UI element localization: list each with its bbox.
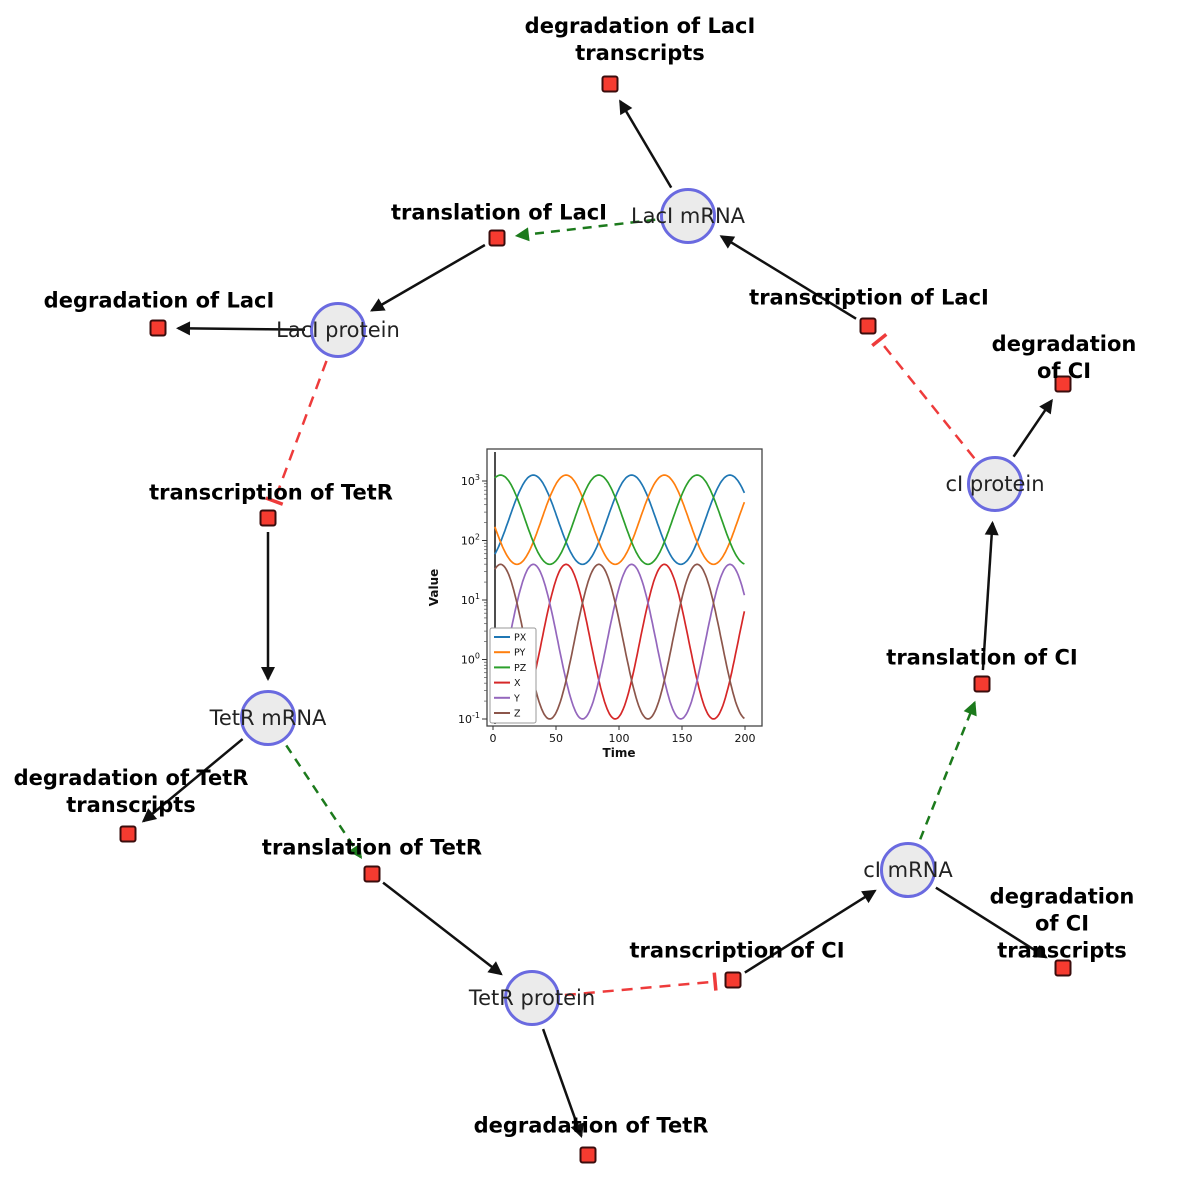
edge-transl-ci-to-ci-protein-production [981, 520, 999, 671]
plot-series-PZ [494, 474, 745, 566]
reaction-node-transl-ci [973, 675, 991, 693]
edge-ci-protein-to-deg-ci-consumption [1012, 398, 1053, 458]
plot-legend-label-Z: Z [514, 709, 521, 720]
edge-laci-protein-to-deg-laci-consumption [175, 321, 306, 336]
reaction-label-transcr-tetr: transcription of TetR [149, 480, 393, 505]
reaction-node-transcr-laci [859, 317, 877, 335]
plot-y-tick-10e3: 103 [461, 473, 480, 488]
species-label-tetr-protein: TetR protein [468, 986, 596, 1010]
reaction-label-transcr-laci: transcription of LacI [749, 285, 989, 310]
species-label-ci-mrna: cI mRNA [863, 858, 953, 882]
edge-tetr-mrna-to-transl-tetr-modifier [285, 744, 363, 860]
edge-ci-mrna-to-transl-ci-modifier [919, 700, 977, 840]
reaction-label-transl-laci: translation of LacI [391, 200, 607, 225]
plot-y-tick-10e-1: 10-1 [458, 711, 480, 726]
plot-x-tick-150: 150 [672, 732, 693, 745]
edge-transl-tetr-to-tetr-protein-production [382, 881, 503, 976]
reaction-label-transl-tetr: translation of TetR [261, 835, 483, 860]
reaction-node-deg-tetr-tx [119, 825, 137, 843]
edge-tetr-mrna-to-deg-tetr-tx-consumption [141, 738, 244, 823]
reaction-node-transcr-ci [724, 971, 742, 989]
reaction-label-deg-tetr-tx: degradation of TetR transcripts [13, 766, 249, 817]
reaction-label-transcr-ci: transcription of CI [629, 938, 845, 963]
edge-tetr-protein-to-transcr-ci-inhibition [564, 972, 718, 997]
edge-laci-mrna-to-deg-laci-tx-consumption [619, 99, 673, 189]
reaction-label-deg-tetr: degradation of TetR [473, 1113, 709, 1138]
reaction-node-deg-laci-tx [601, 75, 619, 93]
edge-transcr-laci-to-laci-mrna-production [719, 235, 857, 320]
edge-transl-laci-to-laci-protein-production [370, 243, 486, 312]
reaction-node-transl-laci [488, 229, 506, 247]
reaction-node-deg-ci-tx [1054, 959, 1072, 977]
plot-legend-label-PY: PY [514, 648, 526, 659]
edge-ci-mrna-to-deg-ci-tx-consumption [935, 886, 1048, 959]
plot-x-tick-50: 50 [549, 732, 563, 745]
plot-y-tick-10e0: 100 [461, 652, 480, 667]
plot-legend-label-X: X [514, 678, 521, 689]
edge-laci-protein-to-transcr-tetr-inhibition [265, 360, 328, 506]
reaction-node-transcr-tetr [259, 509, 277, 527]
plot-y-tick-10e1: 101 [461, 592, 480, 607]
species-label-laci-mrna: LacI mRNA [630, 204, 746, 228]
plot-y-tick-10e2: 102 [461, 533, 480, 548]
edge-tetr-protein-to-deg-tetr-consumption [541, 1028, 584, 1139]
edges-group [141, 99, 1053, 1139]
species-node-laci-mrna [660, 188, 716, 244]
plot-legend: PX PY PZ XYZ [489, 627, 537, 724]
species-label-tetr-mrna: TetR mRNA [209, 706, 327, 730]
reaction-label-deg-laci: degradation of LacI [43, 288, 275, 313]
plot-series-PY [494, 474, 746, 566]
species-node-tetr-protein [504, 970, 560, 1026]
plot-x-tick-200: 200 [735, 732, 756, 745]
species-label-laci-protein: LacI protein [276, 318, 400, 342]
plot-x-tick-100: 100 [609, 732, 630, 745]
species-node-ci-protein [967, 456, 1023, 512]
plot-ylabel: Value [427, 569, 441, 607]
plot-x-tick-0: 0 [490, 732, 497, 745]
plot-legend-label-PZ: PZ [514, 663, 527, 674]
plot-xlabel: Time [603, 746, 636, 760]
species-node-ci-mrna [880, 842, 936, 898]
species-label-ci-protein: cI protein [945, 472, 1045, 496]
plot-legend-label-Y: Y [513, 693, 520, 704]
reaction-label-deg-ci: degradation of CI [991, 332, 1137, 383]
plot-legend-label-PX: PX [514, 633, 527, 644]
reaction-label-deg-laci-tx: degradation of LacI transcripts [524, 14, 756, 65]
reaction-node-deg-ci [1054, 375, 1072, 393]
reaction-label-transl-ci: translation of CI [886, 645, 1078, 670]
plot-series-Y [494, 563, 746, 720]
reaction-node-deg-laci [149, 319, 167, 337]
reaction-label-deg-ci-tx: degradation of CI transcripts [989, 884, 1135, 963]
reaction-node-deg-tetr [579, 1146, 597, 1164]
plot-series-PX [494, 474, 746, 566]
edge-laci-mrna-to-transl-laci-modifier [514, 218, 656, 242]
species-node-laci-protein [310, 302, 366, 358]
edge-ci-protein-to-transcr-laci-inhibition [871, 333, 976, 460]
edge-transcr-ci-to-ci-mrna-production [744, 889, 877, 974]
species-node-tetr-mrna [240, 690, 296, 746]
reaction-node-transl-tetr [363, 865, 381, 883]
